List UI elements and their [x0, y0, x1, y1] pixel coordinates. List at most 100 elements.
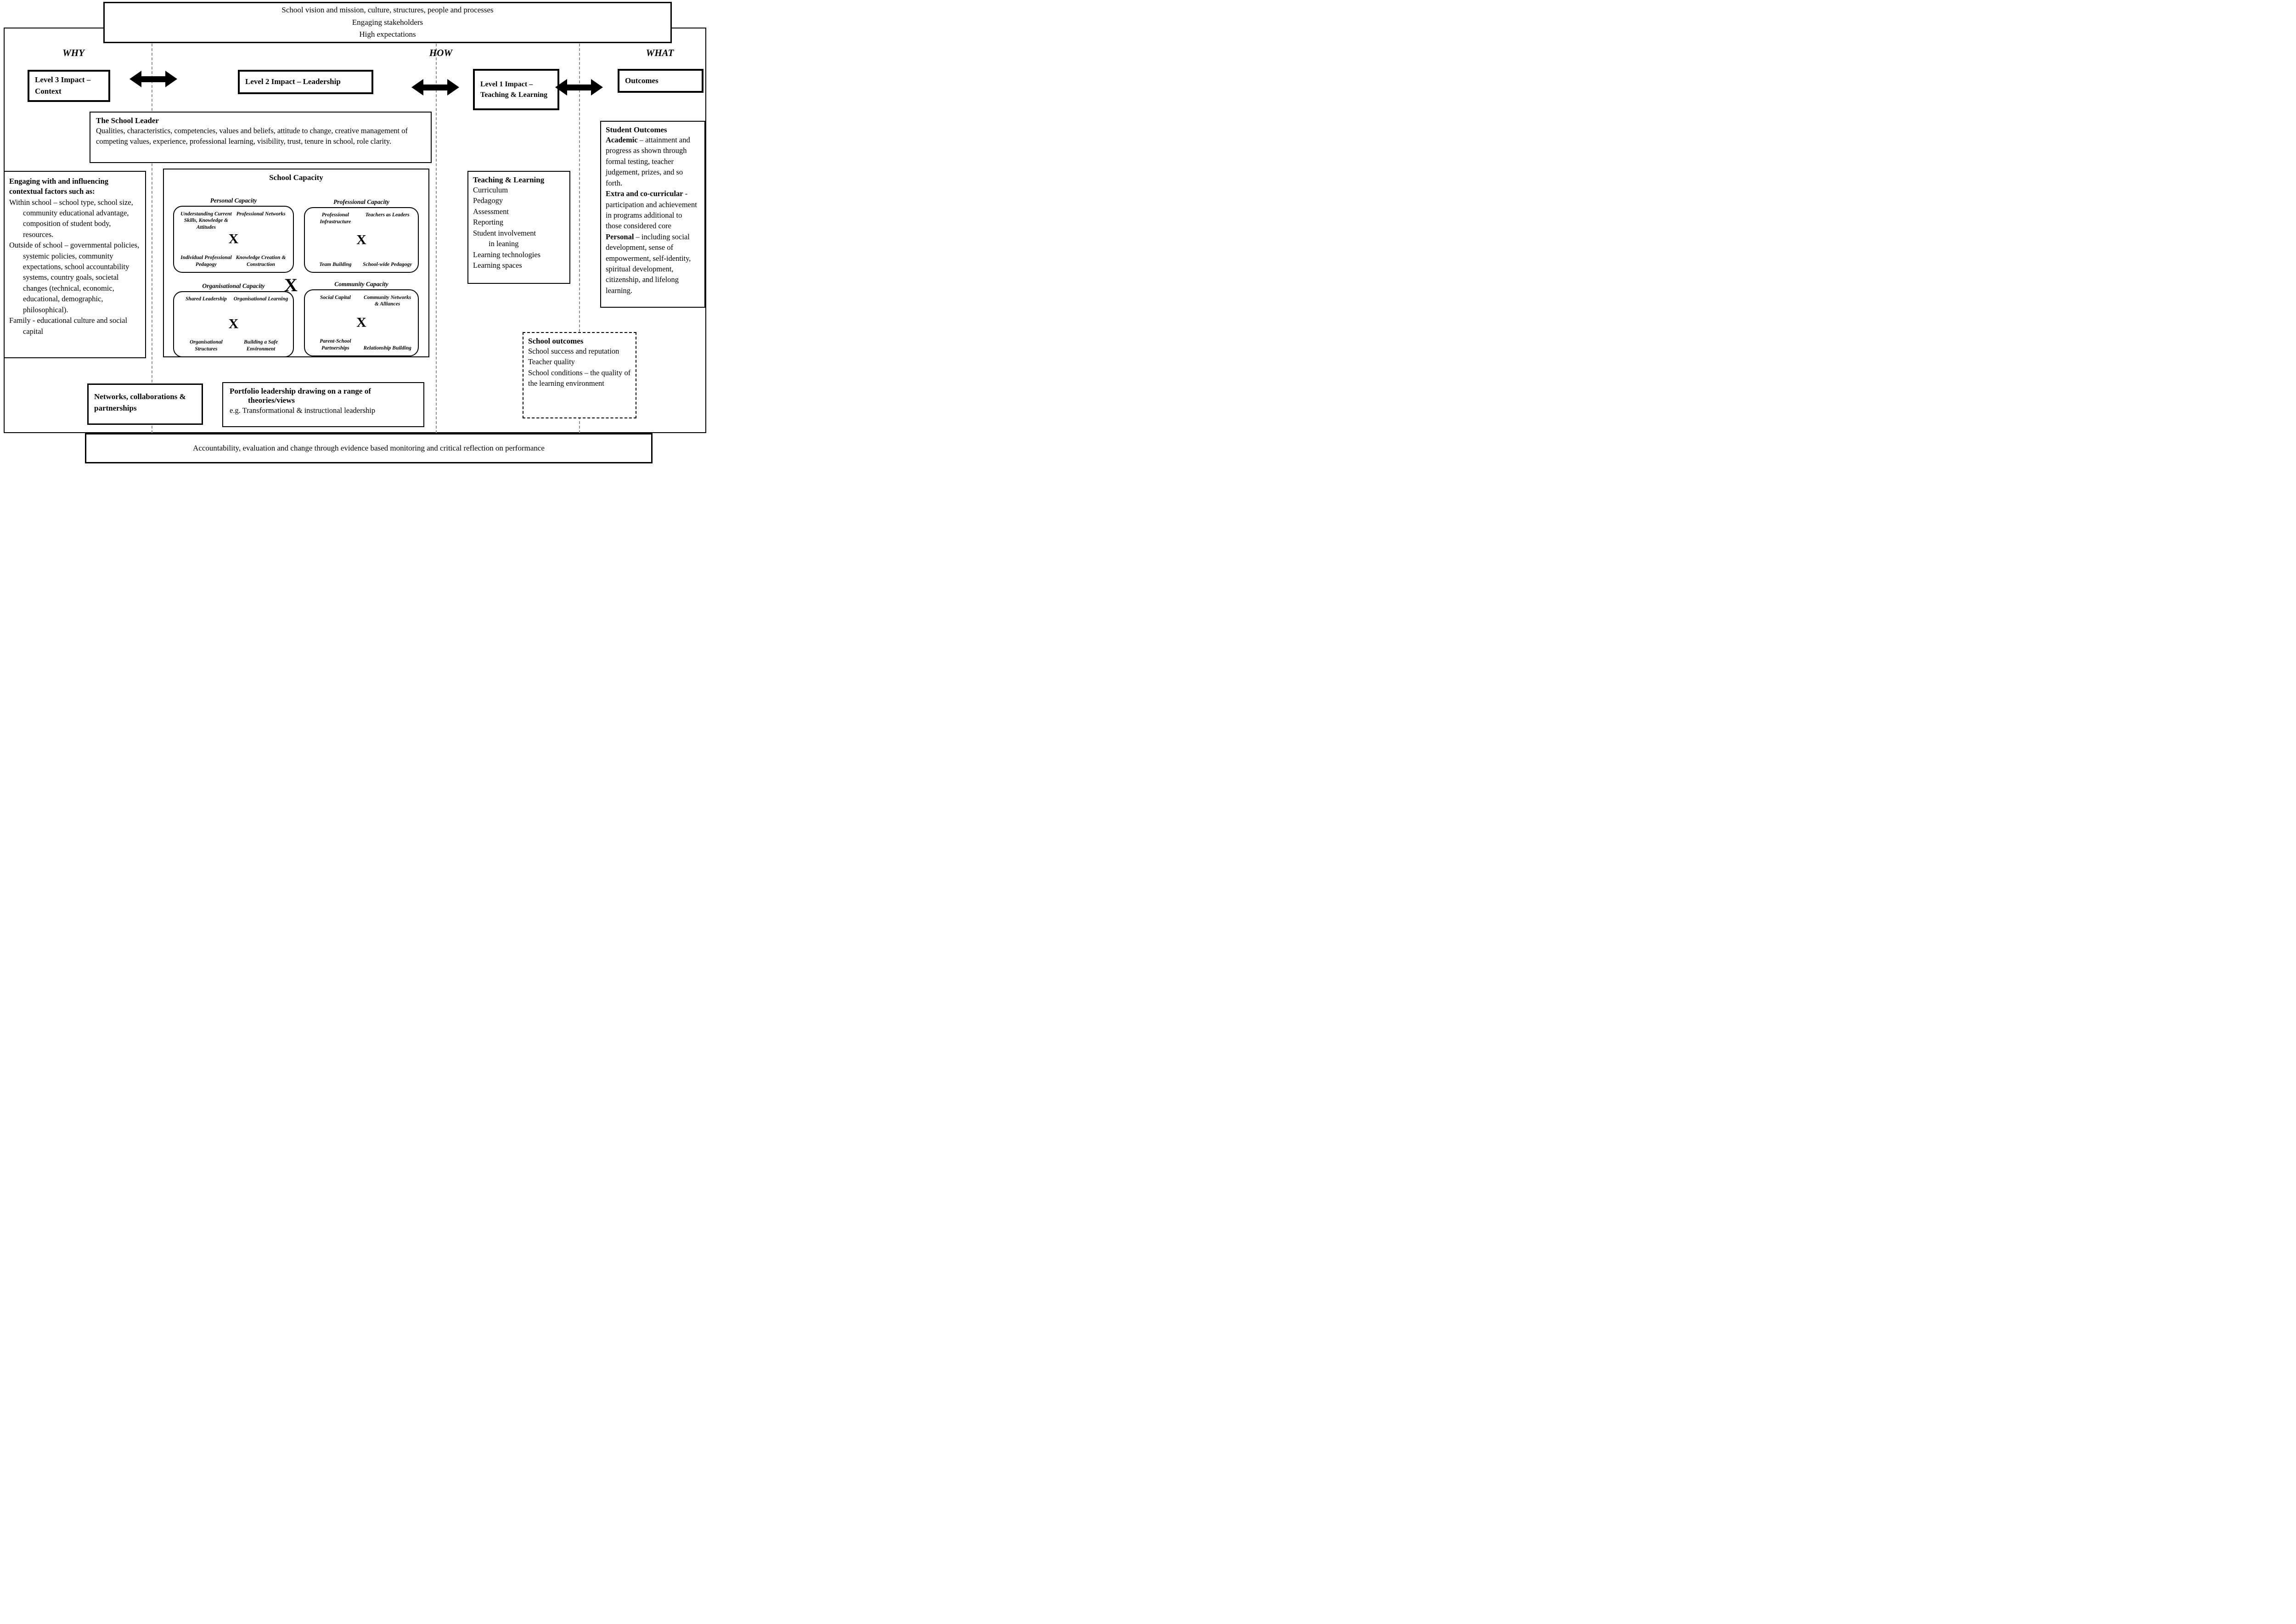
capacity-center-x-marker: X: [284, 275, 298, 295]
capacity-item: Individual Professional Pedagogy: [180, 254, 232, 267]
quadrant-title: Organisational Capacity: [202, 282, 265, 289]
quadrant-title: Community Capacity: [334, 281, 388, 288]
school-capacity-title: School Capacity: [269, 173, 323, 182]
arrow-shaft: [567, 84, 591, 90]
networks-label: Networks, collaborations & partnerships: [94, 392, 186, 412]
quadrant-personal: Personal Capacity Understanding Current …: [173, 197, 294, 273]
column-header-what: WHAT: [646, 47, 674, 58]
teaching-learning-item: Assessment: [473, 207, 509, 216]
student-outcome-section: Academic – attainment and progress as sh…: [606, 135, 700, 188]
capacity-item: Organisational Learning: [233, 296, 288, 302]
student-outcome-lead: Academic: [606, 135, 638, 144]
portfolio-box: Portfolio leadership drawing on a range …: [222, 382, 424, 427]
capacity-item: School-wide Pedagogy: [363, 261, 412, 267]
bottom-banner: Accountability, evaluation and change th…: [85, 433, 653, 463]
capacity-item: Professional Networks: [236, 211, 286, 217]
teaching-learning-item: Reporting: [473, 218, 503, 227]
column-header-why: WHY: [62, 47, 84, 58]
contextual-factor-item: Outside of school – governmental policie…: [9, 241, 140, 314]
arrow-shaft: [423, 84, 447, 90]
school-leader-title: The School Leader: [96, 116, 159, 125]
contextual-factors-title: Engaging with and influencing contextual…: [9, 177, 108, 196]
double-arrow-icon: [411, 79, 459, 96]
school-capacity-box: School Capacity X Personal Capacity Unde…: [163, 169, 429, 357]
top-banner-line: School vision and mission, culture, stru…: [281, 6, 494, 15]
contextual-factors-box: Engaging with and influencing contextual…: [4, 171, 146, 358]
school-outcome-item: Teacher quality: [528, 357, 575, 367]
top-banner: School vision and mission, culture, stru…: [103, 2, 672, 43]
top-banner-line: High expectations: [359, 30, 416, 39]
teaching-learning-box: Teaching & Learning Curriculum Pedagogy …: [467, 171, 570, 284]
capacity-item: Understanding Current Skills, Knowledge …: [180, 211, 232, 231]
capacity-item: Teachers as Leaders: [365, 212, 410, 218]
quadrant-panel: Shared Leadership Organisational Learnin…: [173, 291, 294, 357]
arrow-head-left: [411, 79, 423, 96]
school-outcomes-box: School outcomes School success and reput…: [523, 332, 636, 418]
networks-box: Networks, collaborations & partnerships: [87, 383, 203, 425]
portfolio-example: e.g. Transformational & instructional le…: [230, 406, 376, 415]
teaching-learning-item: Pedagogy: [473, 196, 503, 205]
level3-impact-box: Level 3 Impact – Context: [28, 70, 110, 102]
teaching-learning-item: Curriculum: [473, 186, 508, 194]
quadrant-panel: Professional Infrastructure Teachers as …: [304, 207, 419, 273]
diagram-canvas: School vision and mission, culture, stru…: [0, 0, 712, 466]
teaching-learning-item: Student involvement: [473, 228, 536, 237]
level2-impact-box: Level 2 Impact – Leadership: [238, 70, 373, 94]
school-leader-box: The School Leader Qualities, characteris…: [90, 112, 432, 163]
outcomes-box: Outcomes: [618, 69, 703, 93]
capacity-item: Knowledge Creation & Construction: [236, 254, 286, 267]
student-outcome-lead: Extra and co-curricular: [606, 189, 683, 198]
quadrant-x-marker: X: [228, 231, 239, 247]
student-outcome-lead: Personal: [606, 232, 634, 241]
quadrant-panel: Understanding Current Skills, Knowledge …: [173, 206, 294, 273]
quadrant-title: Personal Capacity: [210, 197, 257, 204]
capacity-item: Shared Leadership: [186, 296, 227, 302]
teaching-learning-title: Teaching & Learning: [473, 175, 545, 184]
arrow-head-right: [447, 79, 459, 96]
teaching-learning-item: Learning technologies: [473, 250, 541, 259]
arrow-head-left: [129, 71, 141, 87]
arrow-head-left: [555, 79, 567, 96]
student-outcome-text: – attainment and progress as shown throu…: [606, 135, 690, 187]
dashed-divider-how: [436, 44, 437, 433]
capacity-item: Team Building: [319, 261, 352, 267]
double-arrow-icon: [555, 79, 603, 96]
student-outcome-section: Extra and co-curricular - participation …: [606, 188, 700, 231]
quadrant-community: Community Capacity Social Capital Commun…: [304, 281, 419, 356]
dashed-divider-what: [579, 44, 580, 433]
student-outcome-text: – including social development, sense of…: [606, 232, 691, 295]
quadrant-professional: Professional Capacity Professional Infra…: [304, 198, 419, 273]
arrow-head-right: [165, 71, 177, 87]
school-outcomes-title: School outcomes: [528, 337, 584, 345]
level2-impact-label: Level 2 Impact – Leadership: [245, 77, 341, 86]
top-banner-line: Engaging stakeholders: [352, 17, 423, 27]
school-leader-body: Qualities, characteristics, competencies…: [96, 126, 408, 146]
quadrant-x-marker: X: [356, 315, 366, 330]
column-header-how: HOW: [429, 47, 453, 58]
capacity-item: Social Capital: [320, 294, 351, 300]
level3-impact-label: Level 3 Impact – Context: [35, 75, 91, 96]
student-outcome-text: - participation and achievement in progr…: [606, 189, 697, 231]
student-outcomes-title: Student Outcomes: [606, 125, 667, 134]
arrow-shaft: [141, 76, 165, 82]
teaching-learning-item: in leaning: [489, 239, 519, 248]
quadrant-x-marker: X: [228, 316, 239, 332]
level1-impact-label: Level 1 Impact – Teaching & Learning: [480, 80, 548, 99]
quadrant-title: Professional Capacity: [333, 198, 389, 205]
teaching-learning-item: Learning spaces: [473, 260, 522, 270]
capacity-item: Relationship Building: [363, 345, 411, 351]
student-outcomes-box: Student Outcomes Academic – attainment a…: [600, 121, 705, 308]
portfolio-title-line2: theories/views: [248, 396, 295, 405]
quadrant-x-marker: X: [356, 231, 366, 247]
capacity-item: Professional Infrastructure: [320, 212, 351, 225]
arrow-head-right: [591, 79, 603, 96]
student-outcome-section: Personal – including social development,…: [606, 231, 700, 296]
capacity-item: Building a Safe Environment: [244, 339, 278, 352]
school-outcome-item: School success and reputation: [528, 347, 619, 355]
quadrant-organisational: Organisational Capacity Shared Leadershi…: [173, 282, 294, 357]
outcomes-label: Outcomes: [625, 76, 658, 85]
capacity-item: Parent-School Partnerships: [320, 338, 351, 351]
level1-impact-box: Level 1 Impact – Teaching & Learning: [473, 69, 559, 110]
double-arrow-icon: [129, 71, 177, 87]
contextual-factor-item: Family - educational culture and social …: [9, 316, 128, 336]
